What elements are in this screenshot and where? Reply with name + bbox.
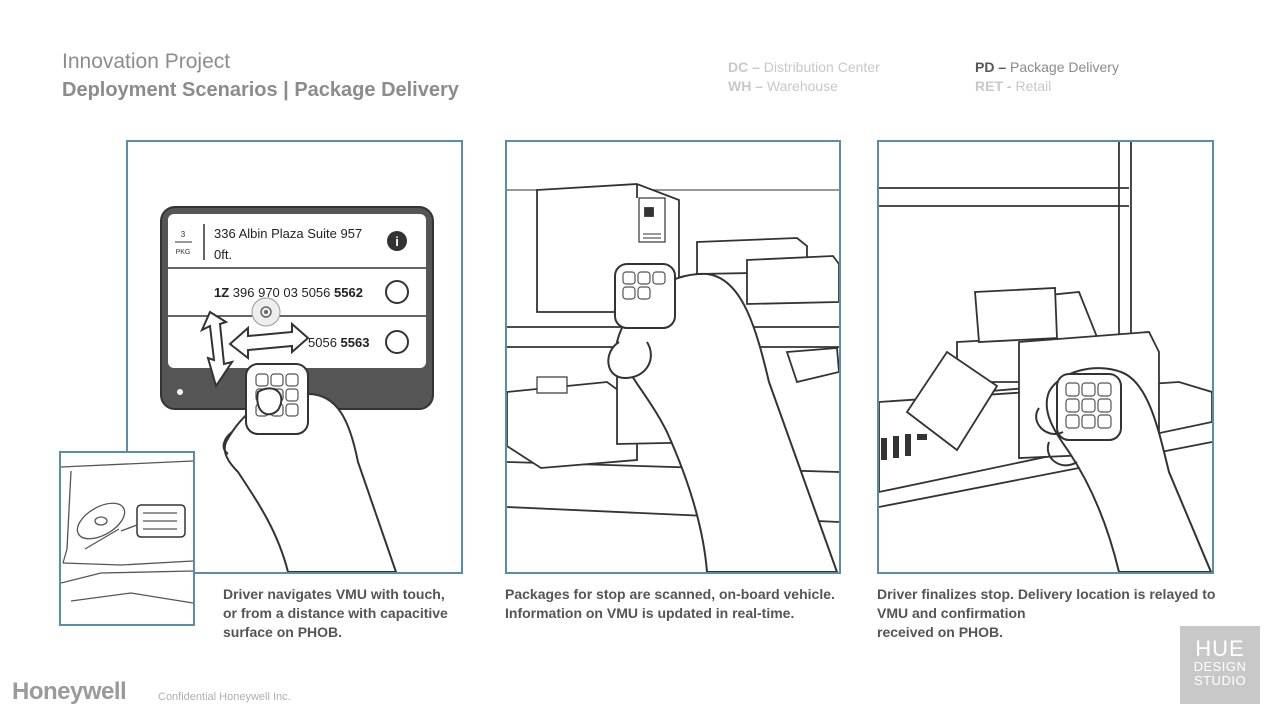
svg-text:i: i [395, 234, 399, 249]
caption-panel-2: Packages for stop are scanned, on-board … [505, 586, 835, 621]
legend-wh: WH – Warehouse [728, 78, 838, 94]
legend-dc: DC – Distribution Center [728, 59, 880, 75]
pkg-count: 3 [181, 230, 186, 239]
info-icon[interactable] [387, 231, 407, 251]
tracking-number-1: 1Z 396 970 03 5056 5562 [214, 285, 363, 300]
pkg-label: PKG [176, 249, 191, 256]
legend-left: DC – Distribution Center WH – Warehouse [728, 58, 880, 96]
caption-panel-3: Driver finalizes stop. Delivery location… [877, 586, 1216, 640]
vmu-illustration: 3 PKG 336 Albin Plaza Suite 957 0ft. i 1… [160, 206, 434, 572]
phob-device-finalize [1056, 373, 1122, 441]
project-title: Innovation Project [62, 50, 231, 73]
scanning-illustration [507, 183, 839, 572]
confidential-notice: Confidential Honeywell Inc. [158, 691, 291, 703]
page-subtitle: Deployment Scenarios | Package Delivery [62, 79, 459, 101]
finalize-illustration [879, 142, 1212, 572]
item-2-checkbox[interactable] [385, 330, 409, 354]
caption-panel-1: Driver navigates VMU with touch, or from… [223, 586, 448, 640]
legend-pd: PD – Package Delivery [975, 59, 1119, 75]
inset-truck-cab [59, 451, 195, 626]
phob-device-scanning [614, 263, 676, 329]
delivery-address: 336 Albin Plaza Suite 957 [214, 226, 362, 241]
honeywell-logo: Honeywell [12, 678, 127, 705]
hue-design-studio-logo: HUE DESIGN STUDIO [1180, 626, 1260, 704]
panel-finalize-stop [877, 140, 1214, 574]
truck-cab-illustration [61, 460, 193, 604]
delivery-distance: 0ft. [214, 247, 232, 262]
horizontal-swipe-arrow-icon [228, 321, 310, 361]
legend-right: PD – Package Delivery RET - Retail [975, 58, 1119, 96]
panel-package-scanning [505, 140, 841, 574]
vertical-swipe-arrow-icon [199, 310, 235, 389]
legend-ret: RET - Retail [975, 78, 1052, 94]
item-1-checkbox[interactable] [385, 280, 409, 304]
tracking-number-2: 5056 5563 [308, 335, 369, 350]
